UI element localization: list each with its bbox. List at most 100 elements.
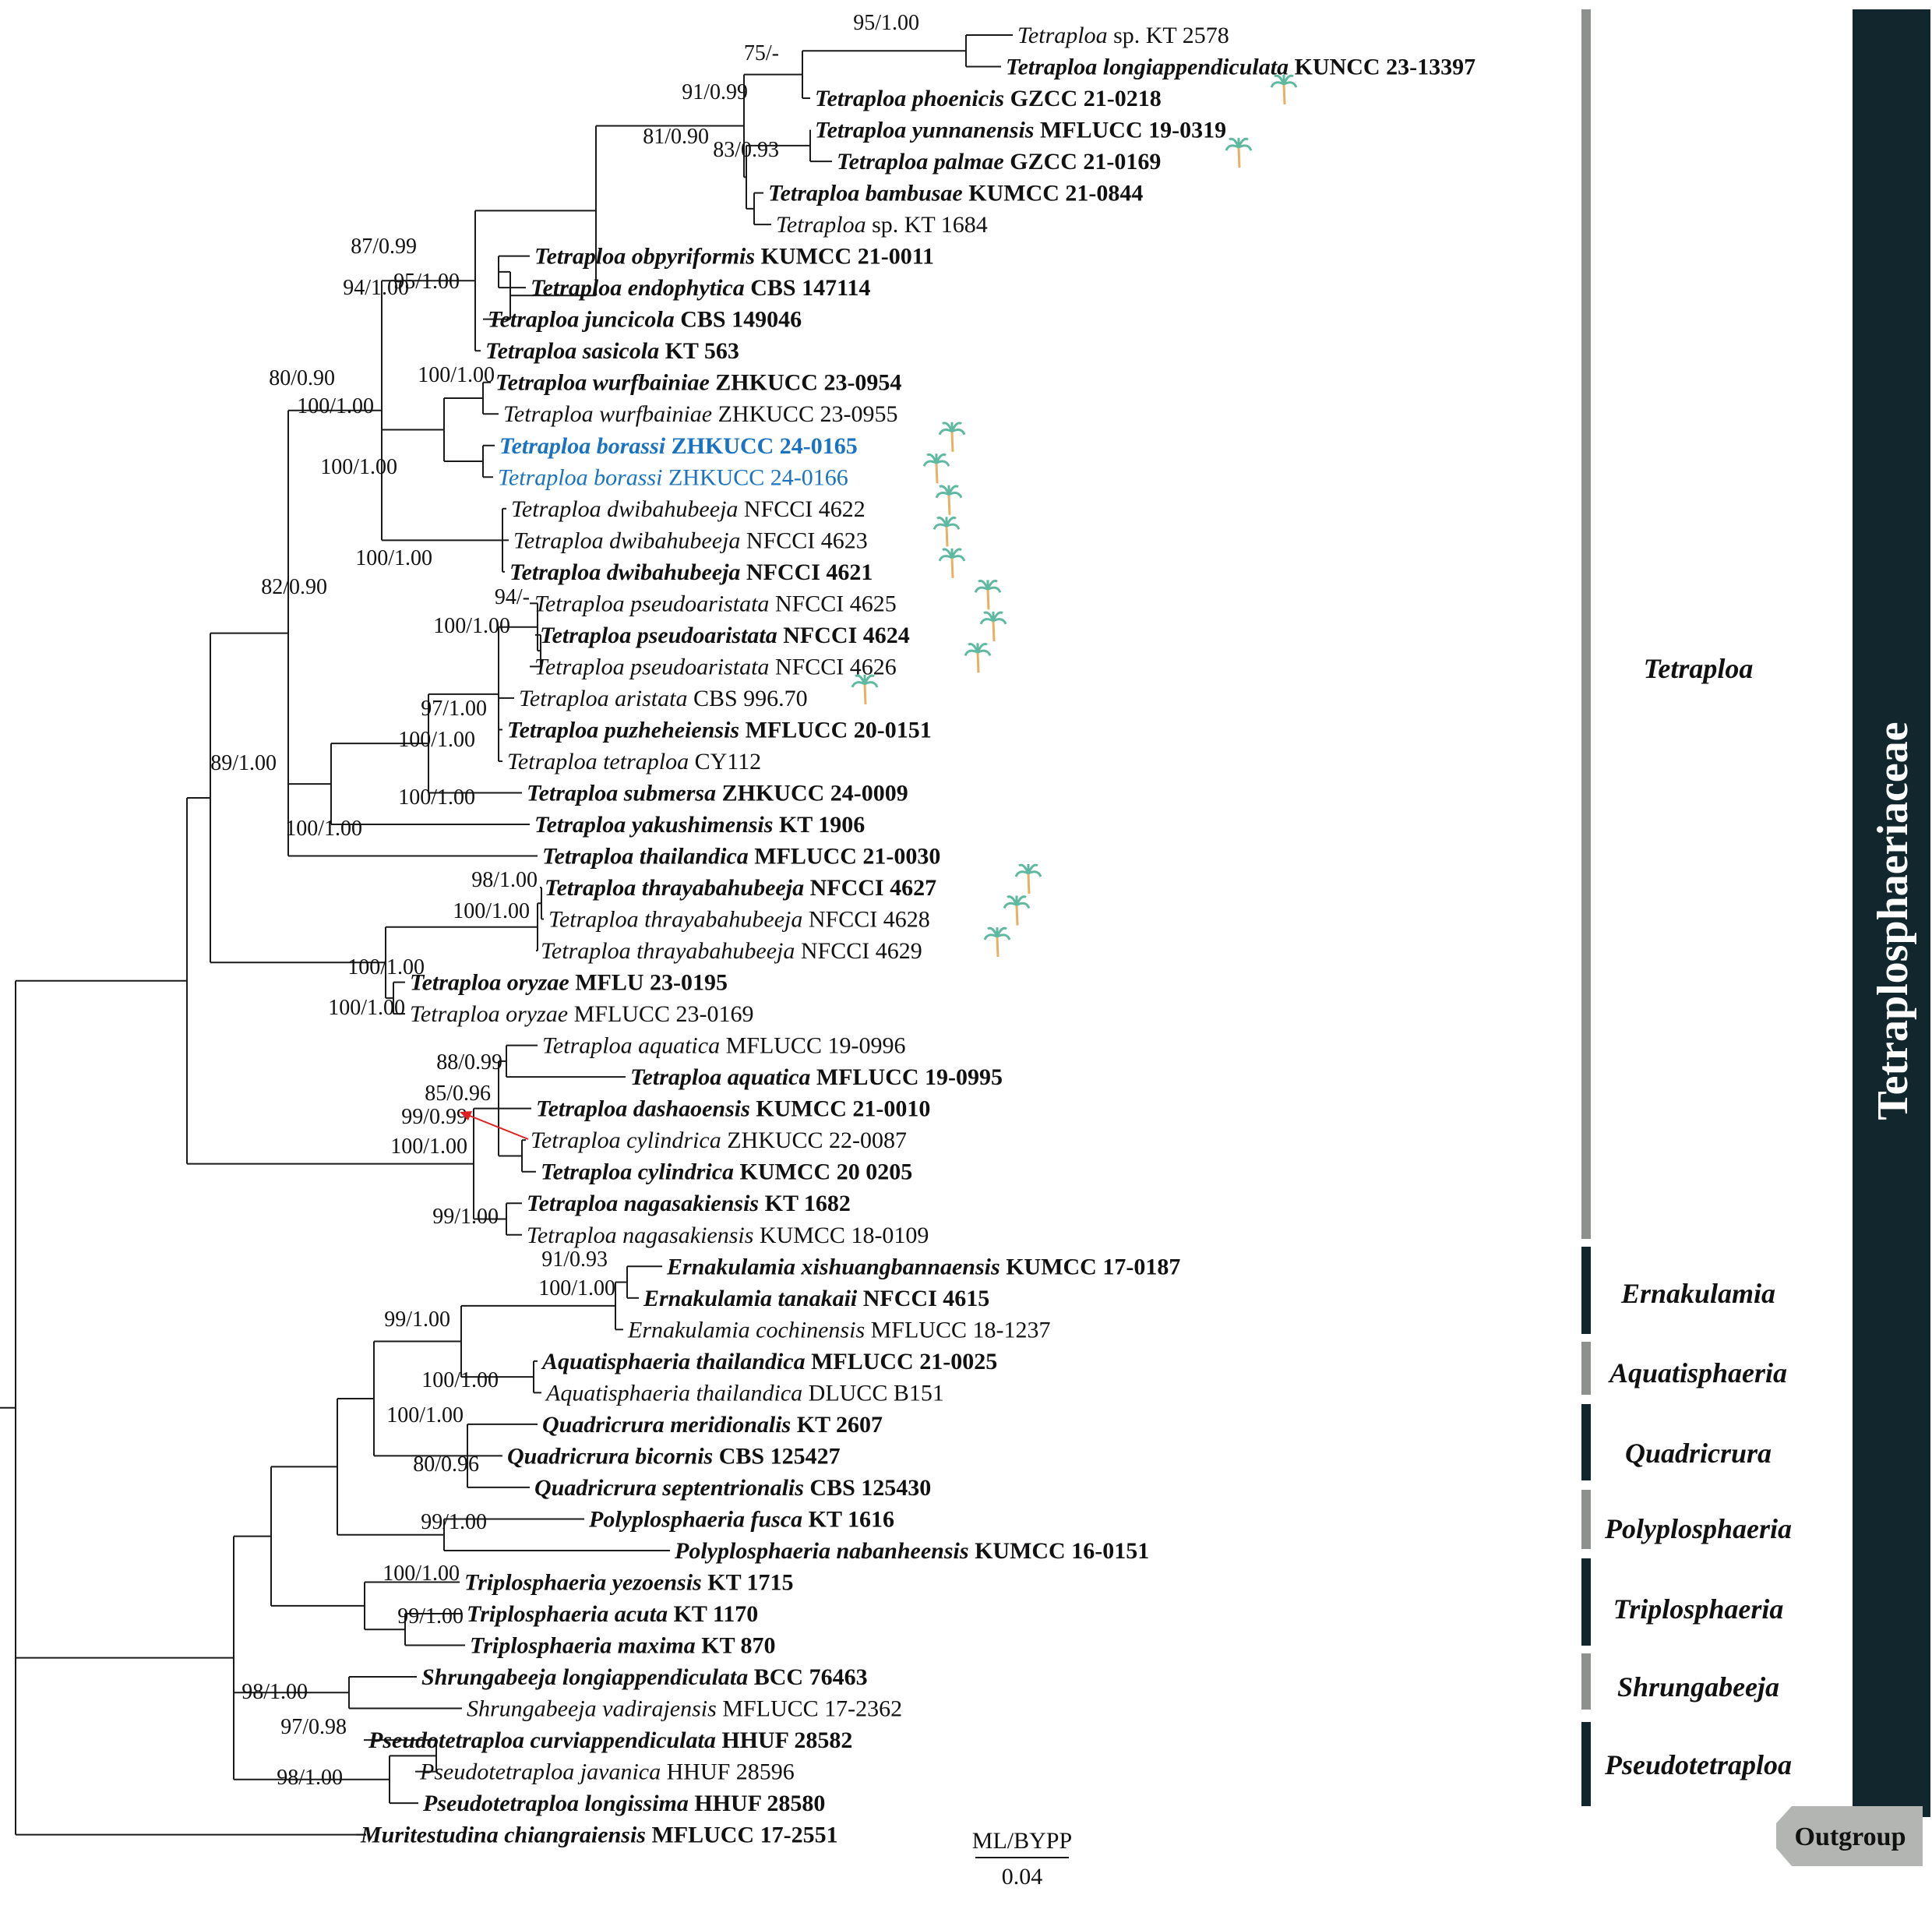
outgroup-label: Outgroup bbox=[1795, 1823, 1906, 1851]
support-value: 94/1.00 bbox=[343, 276, 409, 300]
support-value: 99/1.00 bbox=[421, 1510, 487, 1534]
support-value: 100/1.00 bbox=[433, 614, 510, 638]
palm-icon bbox=[974, 579, 1002, 610]
taxon-label: Tetraploa obpyriformis KUMCC 21-0011 bbox=[534, 244, 934, 270]
taxon-label: Tetraploa borassi ZHKUCC 24-0166 bbox=[498, 464, 848, 490]
support-value: 82/0.90 bbox=[261, 575, 327, 599]
support-value: 98/1.00 bbox=[471, 868, 538, 892]
taxon-label: Polyplosphaeria nabanheensis KUMCC 16-01… bbox=[674, 1538, 1149, 1564]
taxon-label: Tetraploa cylindrica KUMCC 20 0205 bbox=[541, 1159, 912, 1185]
family-label: Tetraplosphaeriaceae bbox=[1869, 722, 1917, 1120]
taxon-label: Tetraploa endophytica CBS 147114 bbox=[531, 275, 870, 301]
palm-icon bbox=[851, 674, 879, 704]
clade-bar bbox=[1581, 1490, 1591, 1549]
support-value: 99/1.00 bbox=[384, 1307, 450, 1332]
clade-bar bbox=[1581, 1404, 1591, 1480]
clade-label: Pseudotetraploa bbox=[1604, 1749, 1792, 1780]
taxon-label: Tetraploa oryzae MFLUCC 23-0169 bbox=[410, 1001, 753, 1027]
taxon-label: Quadricrura septentrionalis CBS 125430 bbox=[534, 1475, 931, 1501]
taxon-label: Tetraploa wurfbainiae ZHKUCC 23-0955 bbox=[503, 401, 897, 427]
scale-header: ML/BYPP bbox=[972, 1828, 1072, 1854]
support-value: 100/1.00 bbox=[538, 1276, 615, 1300]
taxon-label: Tetraploa sp. KT 1684 bbox=[776, 212, 988, 238]
family-bar bbox=[1853, 9, 1930, 1817]
support-value: 83/0.93 bbox=[713, 138, 779, 162]
taxon-label: Muritestudina chiangraiensis MFLUCC 17-2… bbox=[360, 1823, 838, 1848]
taxon-label: Aquatisphaeria thailandica DLUCC B151 bbox=[545, 1380, 944, 1406]
taxon-label: Tetraploa submersa ZHKUCC 24-0009 bbox=[527, 780, 908, 806]
taxon-label: Ernakulamia tanakaii NFCCI 4615 bbox=[643, 1286, 989, 1311]
taxon-label: Pseudotetraploa curviappendiculata HHUF … bbox=[368, 1727, 852, 1753]
support-value: 99/1.00 bbox=[432, 1205, 499, 1229]
support-value: 91/0.99 bbox=[682, 80, 748, 104]
taxon-label: Tetraploa nagasakiensis KT 1682 bbox=[527, 1191, 851, 1216]
support-value: 100/1.00 bbox=[421, 1368, 499, 1392]
support-value: 85/0.96 bbox=[425, 1082, 491, 1106]
support-value: 99/1.00 bbox=[397, 1604, 464, 1628]
palm-icon bbox=[1003, 895, 1031, 926]
taxon-label: Tetraploa thrayabahubeeja NFCCI 4627 bbox=[545, 875, 936, 901]
clade-bar bbox=[1581, 1558, 1591, 1646]
support-value: 97/0.98 bbox=[280, 1715, 347, 1739]
palm-icon bbox=[938, 422, 966, 452]
taxon-label: Tetraploa wurfbainiae ZHKUCC 23-0954 bbox=[495, 370, 901, 396]
taxon-label: Tetraploa sasicola KT 563 bbox=[485, 338, 739, 364]
taxon-label: Tetraploa juncicola CBS 149046 bbox=[488, 307, 802, 333]
taxon-label: Tetraploa aquatica MFLUCC 19-0996 bbox=[542, 1033, 905, 1059]
support-value: 100/1.00 bbox=[355, 546, 432, 570]
taxon-label: Tetraploa aristata CBS 996.70 bbox=[519, 686, 808, 711]
scale-value: 0.04 bbox=[1002, 1864, 1043, 1890]
support-value: 88/0.99 bbox=[436, 1050, 502, 1074]
clade-label: Shrungabeeja bbox=[1617, 1671, 1779, 1703]
taxon-label: Triplosphaeria acuta KT 1170 bbox=[467, 1601, 758, 1627]
palm-icon bbox=[1270, 74, 1298, 105]
pointer-arrowhead-icon bbox=[460, 1111, 472, 1120]
taxon-label: Tetraploa yunnanensis MFLUCC 19-0319 bbox=[815, 118, 1226, 143]
support-value: 100/1.00 bbox=[390, 1134, 467, 1159]
support-value: 100/1.00 bbox=[398, 728, 475, 752]
taxon-label: Tetraploa dashaoensis KUMCC 21-0010 bbox=[536, 1096, 930, 1122]
taxon-label: Tetraploa palmae GZCC 21-0169 bbox=[837, 149, 1161, 175]
support-value: 80/0.90 bbox=[269, 366, 335, 390]
clade-label: Polyplosphaeria bbox=[1604, 1513, 1792, 1544]
support-value: 98/1.00 bbox=[242, 1680, 308, 1704]
support-value: 100/1.00 bbox=[320, 455, 397, 479]
taxon-label: Triplosphaeria yezoensis KT 1715 bbox=[464, 1569, 794, 1595]
support-value: 97/1.00 bbox=[421, 697, 487, 721]
clade-label: Triplosphaeria bbox=[1613, 1593, 1784, 1625]
taxon-label: Tetraploa dwibahubeeja NFCCI 4622 bbox=[511, 496, 866, 522]
clade-label: Ernakulamia bbox=[1620, 1278, 1775, 1309]
taxon-label: Shrungabeeja vadirajensis MFLUCC 17-2362 bbox=[467, 1696, 902, 1722]
taxon-label: Tetraploa tetraploa CY112 bbox=[507, 749, 761, 775]
taxon-label: Tetraploa pseudoaristata NFCCI 4626 bbox=[534, 654, 897, 679]
taxon-label: Tetraploa borassi ZHKUCC 24-0165 bbox=[499, 433, 858, 459]
palm-icon bbox=[935, 485, 963, 515]
taxon-label: Tetraploa pseudoaristata NFCCI 4625 bbox=[534, 591, 897, 616]
support-value: 95/1.00 bbox=[853, 11, 919, 35]
support-value: 100/1.00 bbox=[297, 394, 374, 418]
support-value: 100/1.00 bbox=[285, 817, 362, 841]
support-value: 81/0.90 bbox=[643, 125, 709, 149]
support-value: 75/- bbox=[744, 41, 779, 65]
taxon-label: Tetraploa puzheheiensis MFLUCC 20-0151 bbox=[507, 717, 932, 743]
taxon-label: Tetraploa dwibahubeeja NFCCI 4621 bbox=[509, 559, 873, 585]
clade-label: Aquatisphaeria bbox=[1608, 1357, 1787, 1389]
taxon-label: Pseudotetraploa javanica HHUF 28596 bbox=[419, 1759, 795, 1785]
support-value: 89/1.00 bbox=[210, 751, 277, 775]
support-value: 95/1.00 bbox=[393, 270, 460, 294]
clade-bars: TetraploaErnakulamiaAquatisphaeriaQuadri… bbox=[1581, 9, 1792, 1806]
taxon-label: Tetraploa thailandica MFLUCC 21-0030 bbox=[542, 844, 940, 870]
taxon-label: Polyplosphaeria fusca KT 1616 bbox=[588, 1506, 894, 1532]
taxon-label: Tetraploa longiappendiculata KUNCC 23-13… bbox=[1006, 55, 1475, 80]
support-value: 94/- bbox=[495, 585, 530, 609]
taxon-label: Tetraploa thrayabahubeeja NFCCI 4628 bbox=[548, 907, 930, 933]
taxon-label: Ernakulamia xishuangbannaensis KUMCC 17-… bbox=[666, 1254, 1180, 1279]
clade-bar bbox=[1581, 1722, 1591, 1806]
taxon-label: Tetraploa aquatica MFLUCC 19-0995 bbox=[630, 1064, 1003, 1090]
clade-bar bbox=[1581, 1247, 1591, 1334]
taxon-label: Aquatisphaeria thailandica MFLUCC 21-002… bbox=[541, 1349, 997, 1374]
support-value: 91/0.93 bbox=[541, 1247, 608, 1272]
taxon-label: Pseudotetraploa longissima HHUF 28580 bbox=[422, 1791, 825, 1816]
